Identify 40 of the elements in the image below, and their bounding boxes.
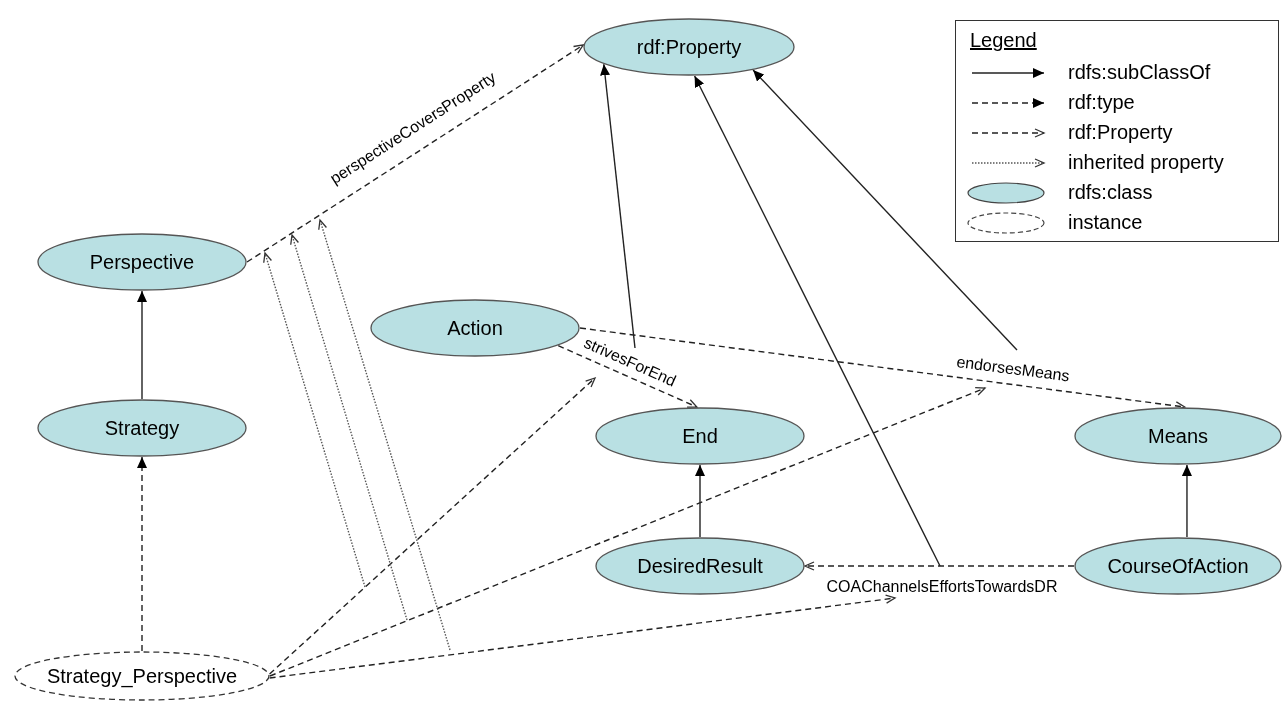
arrow <box>600 63 636 349</box>
class-ellipse <box>1074 407 1282 465</box>
arrow <box>137 456 147 652</box>
arrow <box>268 594 896 679</box>
arrow <box>1181 464 1192 538</box>
arrow <box>695 464 705 538</box>
class-name: End <box>682 424 718 448</box>
legend-title: Legend <box>970 29 1037 52</box>
arrow <box>693 75 941 567</box>
class-name: CourseOfAction <box>1107 554 1249 578</box>
legend-label: inherited property <box>1068 151 1224 174</box>
arrow <box>269 387 986 677</box>
instance-name: Strategy_Perspective <box>46 664 238 688</box>
edge-label: endorsesMeans <box>955 353 1071 385</box>
class-ellipse <box>37 233 247 291</box>
class-name: DesiredResult <box>637 554 763 578</box>
legend-label: instance <box>1068 211 1143 234</box>
class-name: Perspective <box>89 250 195 274</box>
arrow <box>804 561 1075 571</box>
instance-ellipse <box>14 651 270 701</box>
class-name: Strategy <box>104 416 180 440</box>
arrow <box>246 44 584 263</box>
legend-label: rdfs:subClassOf <box>1068 61 1211 84</box>
arrow <box>557 345 698 408</box>
arrow <box>752 69 1018 351</box>
class-ellipse <box>37 399 247 457</box>
class-ellipse <box>595 537 805 595</box>
arrow <box>268 377 596 675</box>
legend-label: rdf:type <box>1068 91 1135 114</box>
class-ellipse <box>595 407 805 465</box>
edge-label: COAChannelsEffortsTowardsDR <box>826 578 1058 596</box>
class-name: Means <box>1148 424 1208 448</box>
legend-label: rdf:Property <box>1068 121 1173 144</box>
legend-label: rdfs:class <box>1068 181 1153 204</box>
class-ellipse <box>370 299 580 357</box>
arrow <box>137 290 147 400</box>
class-ellipse <box>583 18 795 76</box>
class-name: Action <box>447 316 503 340</box>
class-name: rdf:Property <box>636 35 742 59</box>
class-ellipse <box>1074 537 1282 595</box>
